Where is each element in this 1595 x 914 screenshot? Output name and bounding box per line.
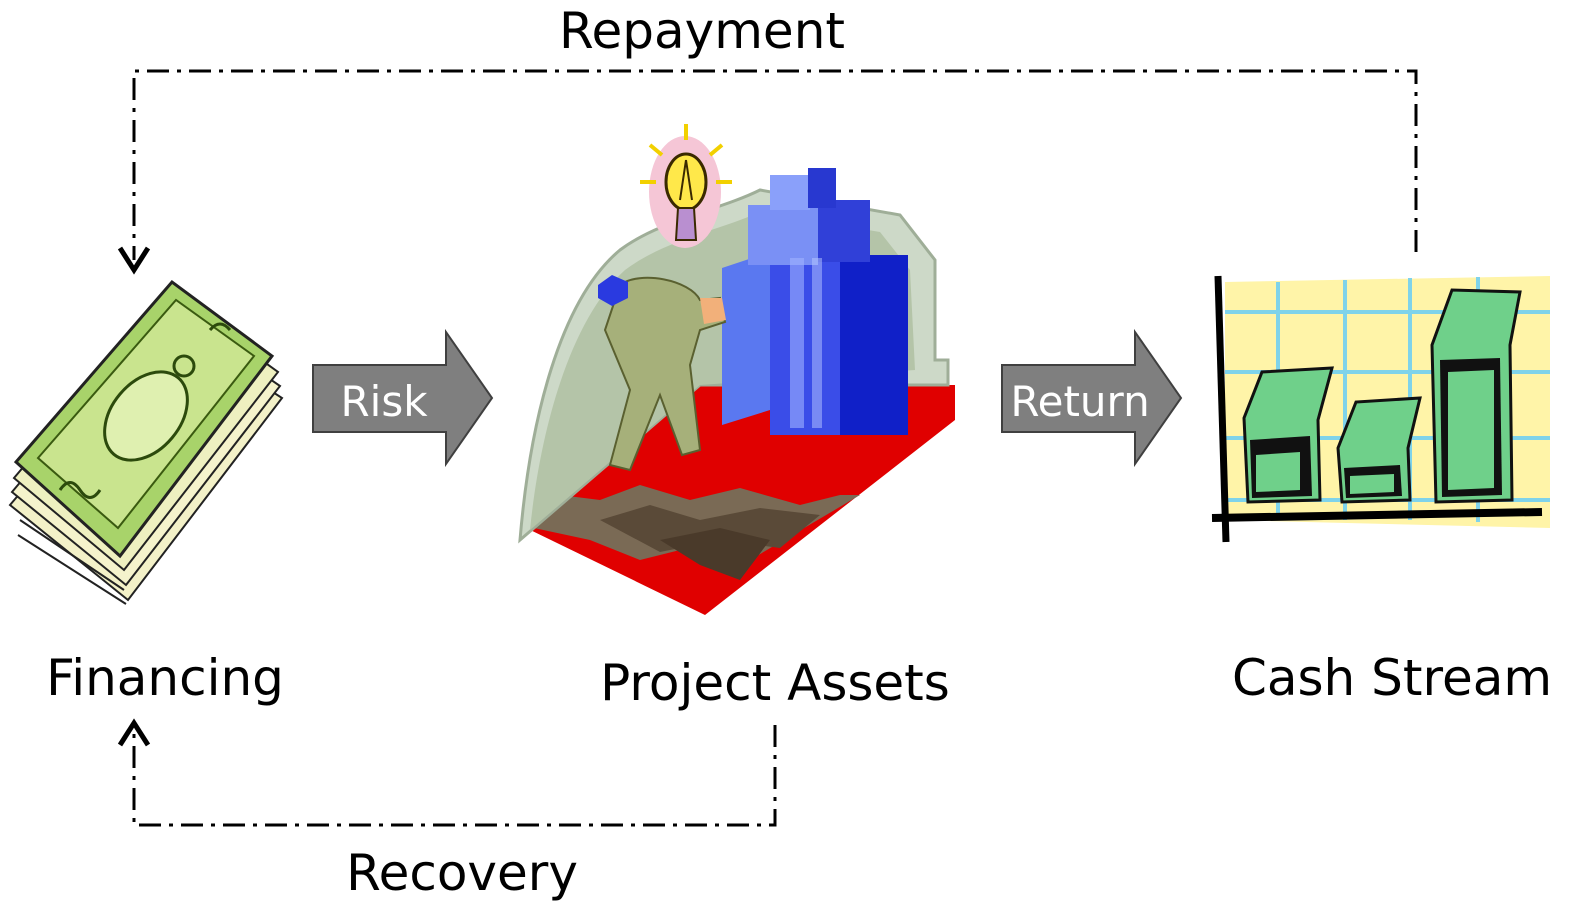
recovery-arrowhead-icon [117, 718, 151, 747]
return-arrow: Return [1001, 328, 1183, 468]
cash-chart-icon [1211, 275, 1550, 543]
recovery-connector [132, 725, 777, 827]
repayment-label: Repayment [559, 2, 845, 60]
project-assets-illustration [518, 124, 955, 615]
risk-arrow-shape [312, 328, 494, 468]
money-bar-icon [1242, 288, 1522, 504]
figure-icon [603, 276, 727, 472]
return-arrow-shape [1001, 328, 1183, 468]
risk-label: Risk [340, 377, 428, 426]
building-icon [722, 252, 770, 425]
project-assets-label: Project Assets [600, 654, 950, 712]
return-label: Return [1010, 377, 1149, 426]
money-stack-icon [8, 279, 284, 605]
recovery-flow: Recovery [117, 718, 777, 902]
repayment-arrowhead-icon [117, 246, 151, 275]
cash-stream-label: Cash Stream [1232, 649, 1552, 707]
financing-label: Financing [46, 649, 284, 707]
repayment-connector [132, 69, 1418, 260]
risk-arrow: Risk [312, 328, 494, 468]
repayment-flow: Repayment [117, 2, 1418, 275]
recovery-label: Recovery [346, 844, 578, 902]
